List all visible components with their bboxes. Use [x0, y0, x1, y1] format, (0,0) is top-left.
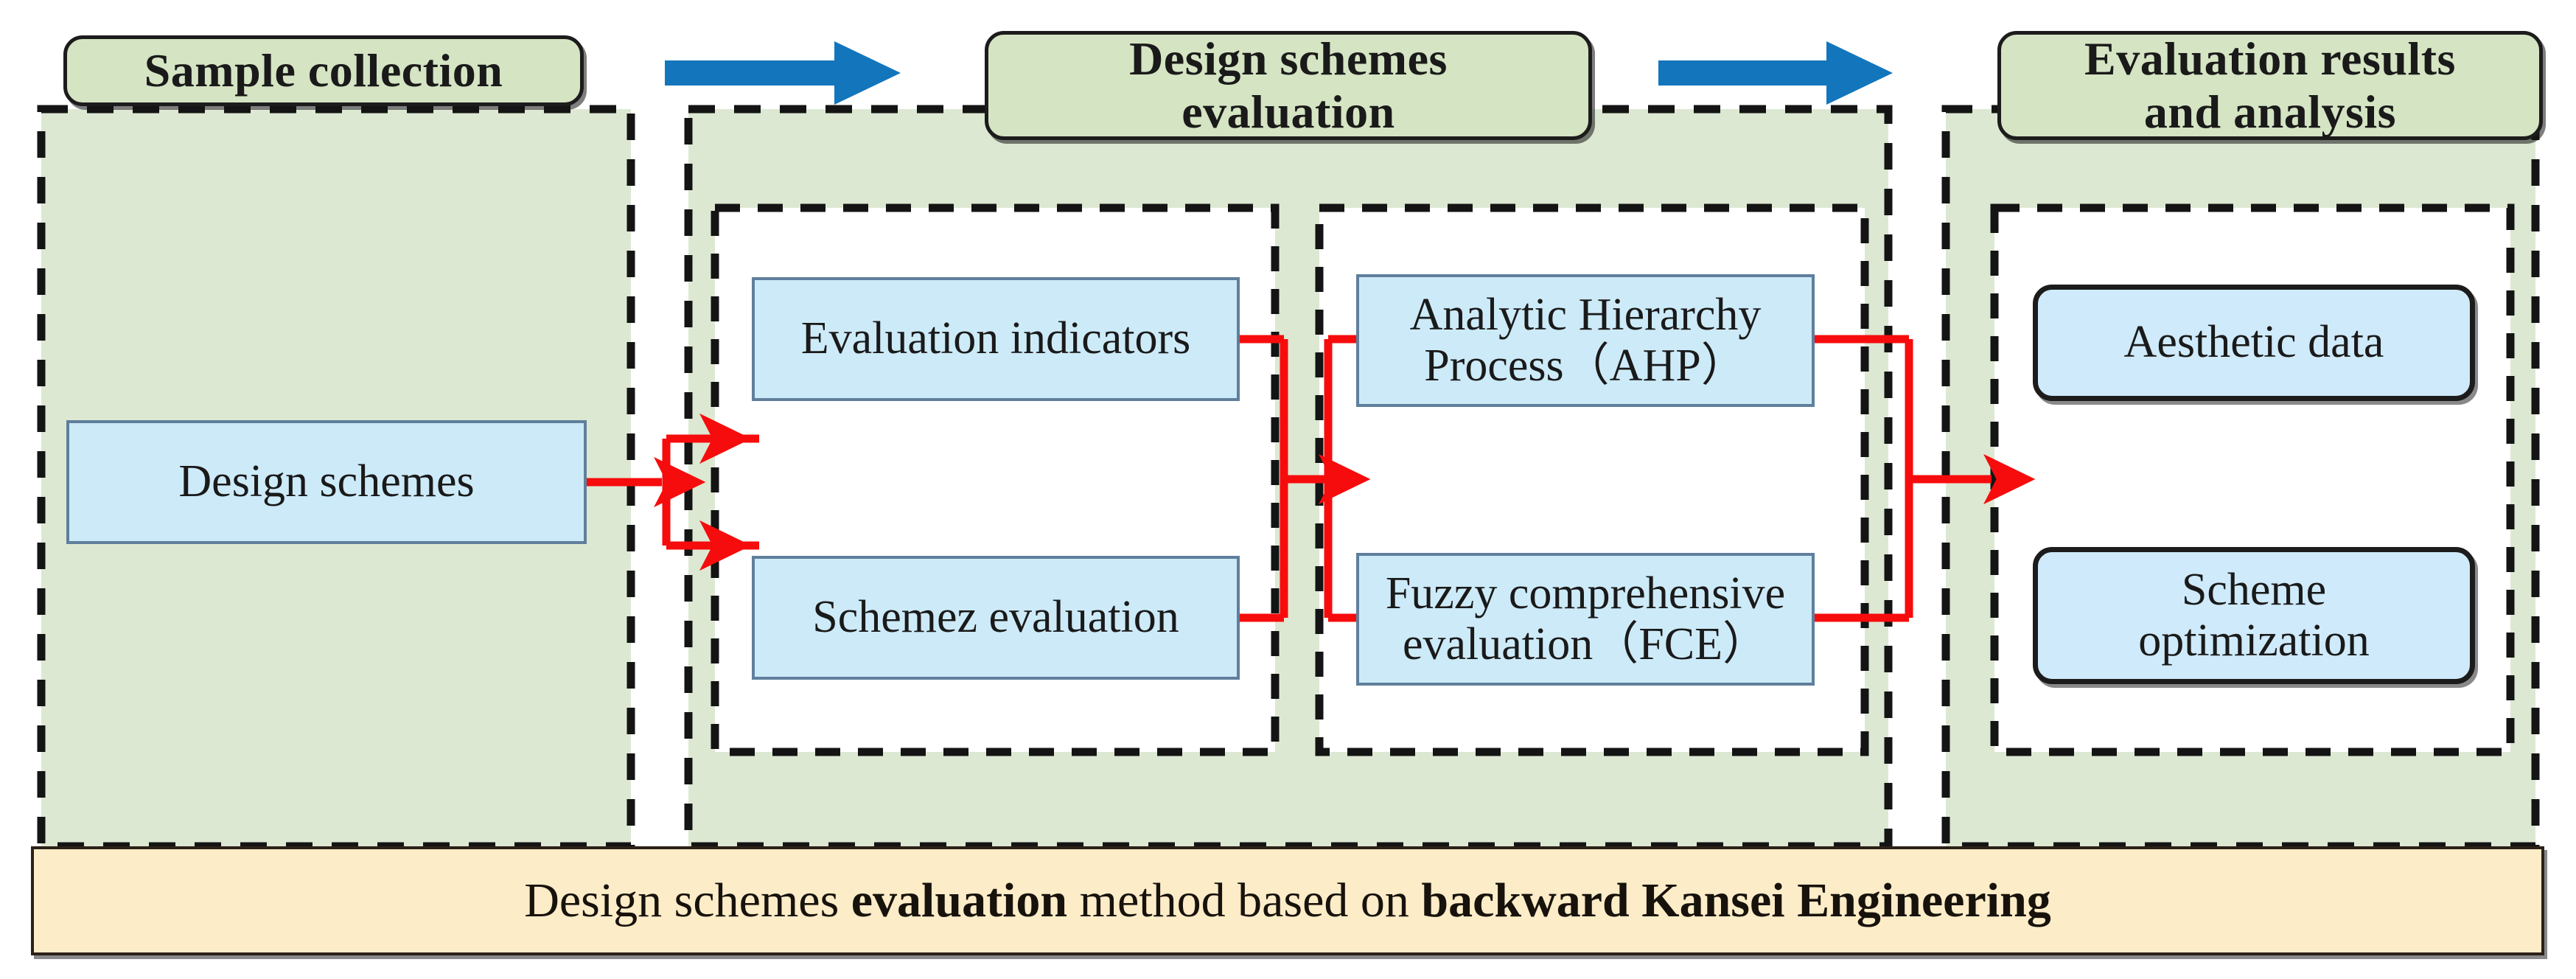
arrow-stage-1-2	[665, 41, 901, 105]
box-line-1: Analytic Hierarchy	[1409, 289, 1762, 340]
caption-text: Design schemes evaluation method based o…	[524, 873, 2051, 929]
stage-header-line-1: Design schemes	[1129, 32, 1448, 86]
box-analytic-hierarchy-process[interactable]: Analytic Hierarchy Process（AHP）	[1356, 274, 1815, 407]
stage-header-evaluation-results[interactable]: Evaluation results and analysis	[1997, 31, 2543, 140]
stage-header-line-1: Evaluation results	[2084, 32, 2456, 86]
box-fuzzy-comprehensive-evaluation[interactable]: Fuzzy comprehensive evaluation（FCE）	[1356, 553, 1815, 686]
caption-prefix: Design schemes	[524, 874, 851, 927]
caption-banner: Design schemes evaluation method based o…	[31, 846, 2544, 955]
caption-bold-evaluation: evaluation	[851, 874, 1068, 927]
box-line-1: Scheme	[2181, 564, 2327, 615]
box-line-1: Fuzzy comprehensive	[1385, 568, 1786, 619]
stage-header-sample-collection[interactable]: Sample collection	[63, 35, 584, 106]
caption-bold-backward-kansei-engineering: backward Kansei Engineering	[1421, 874, 2051, 927]
stage-header-design-schemes-evaluation[interactable]: Design schemes evaluation	[985, 31, 1592, 140]
stage-header-line-2: evaluation	[1181, 86, 1395, 138]
box-line-2: optimization	[2138, 616, 2370, 666]
box-schemez-evaluation[interactable]: Schemez evaluation	[752, 556, 1240, 680]
box-line-2: evaluation（FCE）	[1403, 619, 1768, 669]
box-design-schemes[interactable]: Design schemes	[66, 420, 587, 544]
stage-header-line-2: and analysis	[2143, 86, 2397, 138]
box-line-2: Process（AHP）	[1424, 341, 1747, 391]
caption-middle: method based on	[1067, 874, 1422, 927]
flow-methods-to-results	[1812, 335, 2036, 622]
box-scheme-optimization[interactable]: Scheme optimization	[2033, 547, 2475, 684]
box-aesthetic-data[interactable]: Aesthetic data	[2033, 285, 2475, 401]
flow-design-to-indicators	[586, 413, 759, 571]
box-evaluation-indicators[interactable]: Evaluation indicators	[752, 277, 1240, 401]
arrow-stage-2-3	[1658, 41, 1893, 105]
